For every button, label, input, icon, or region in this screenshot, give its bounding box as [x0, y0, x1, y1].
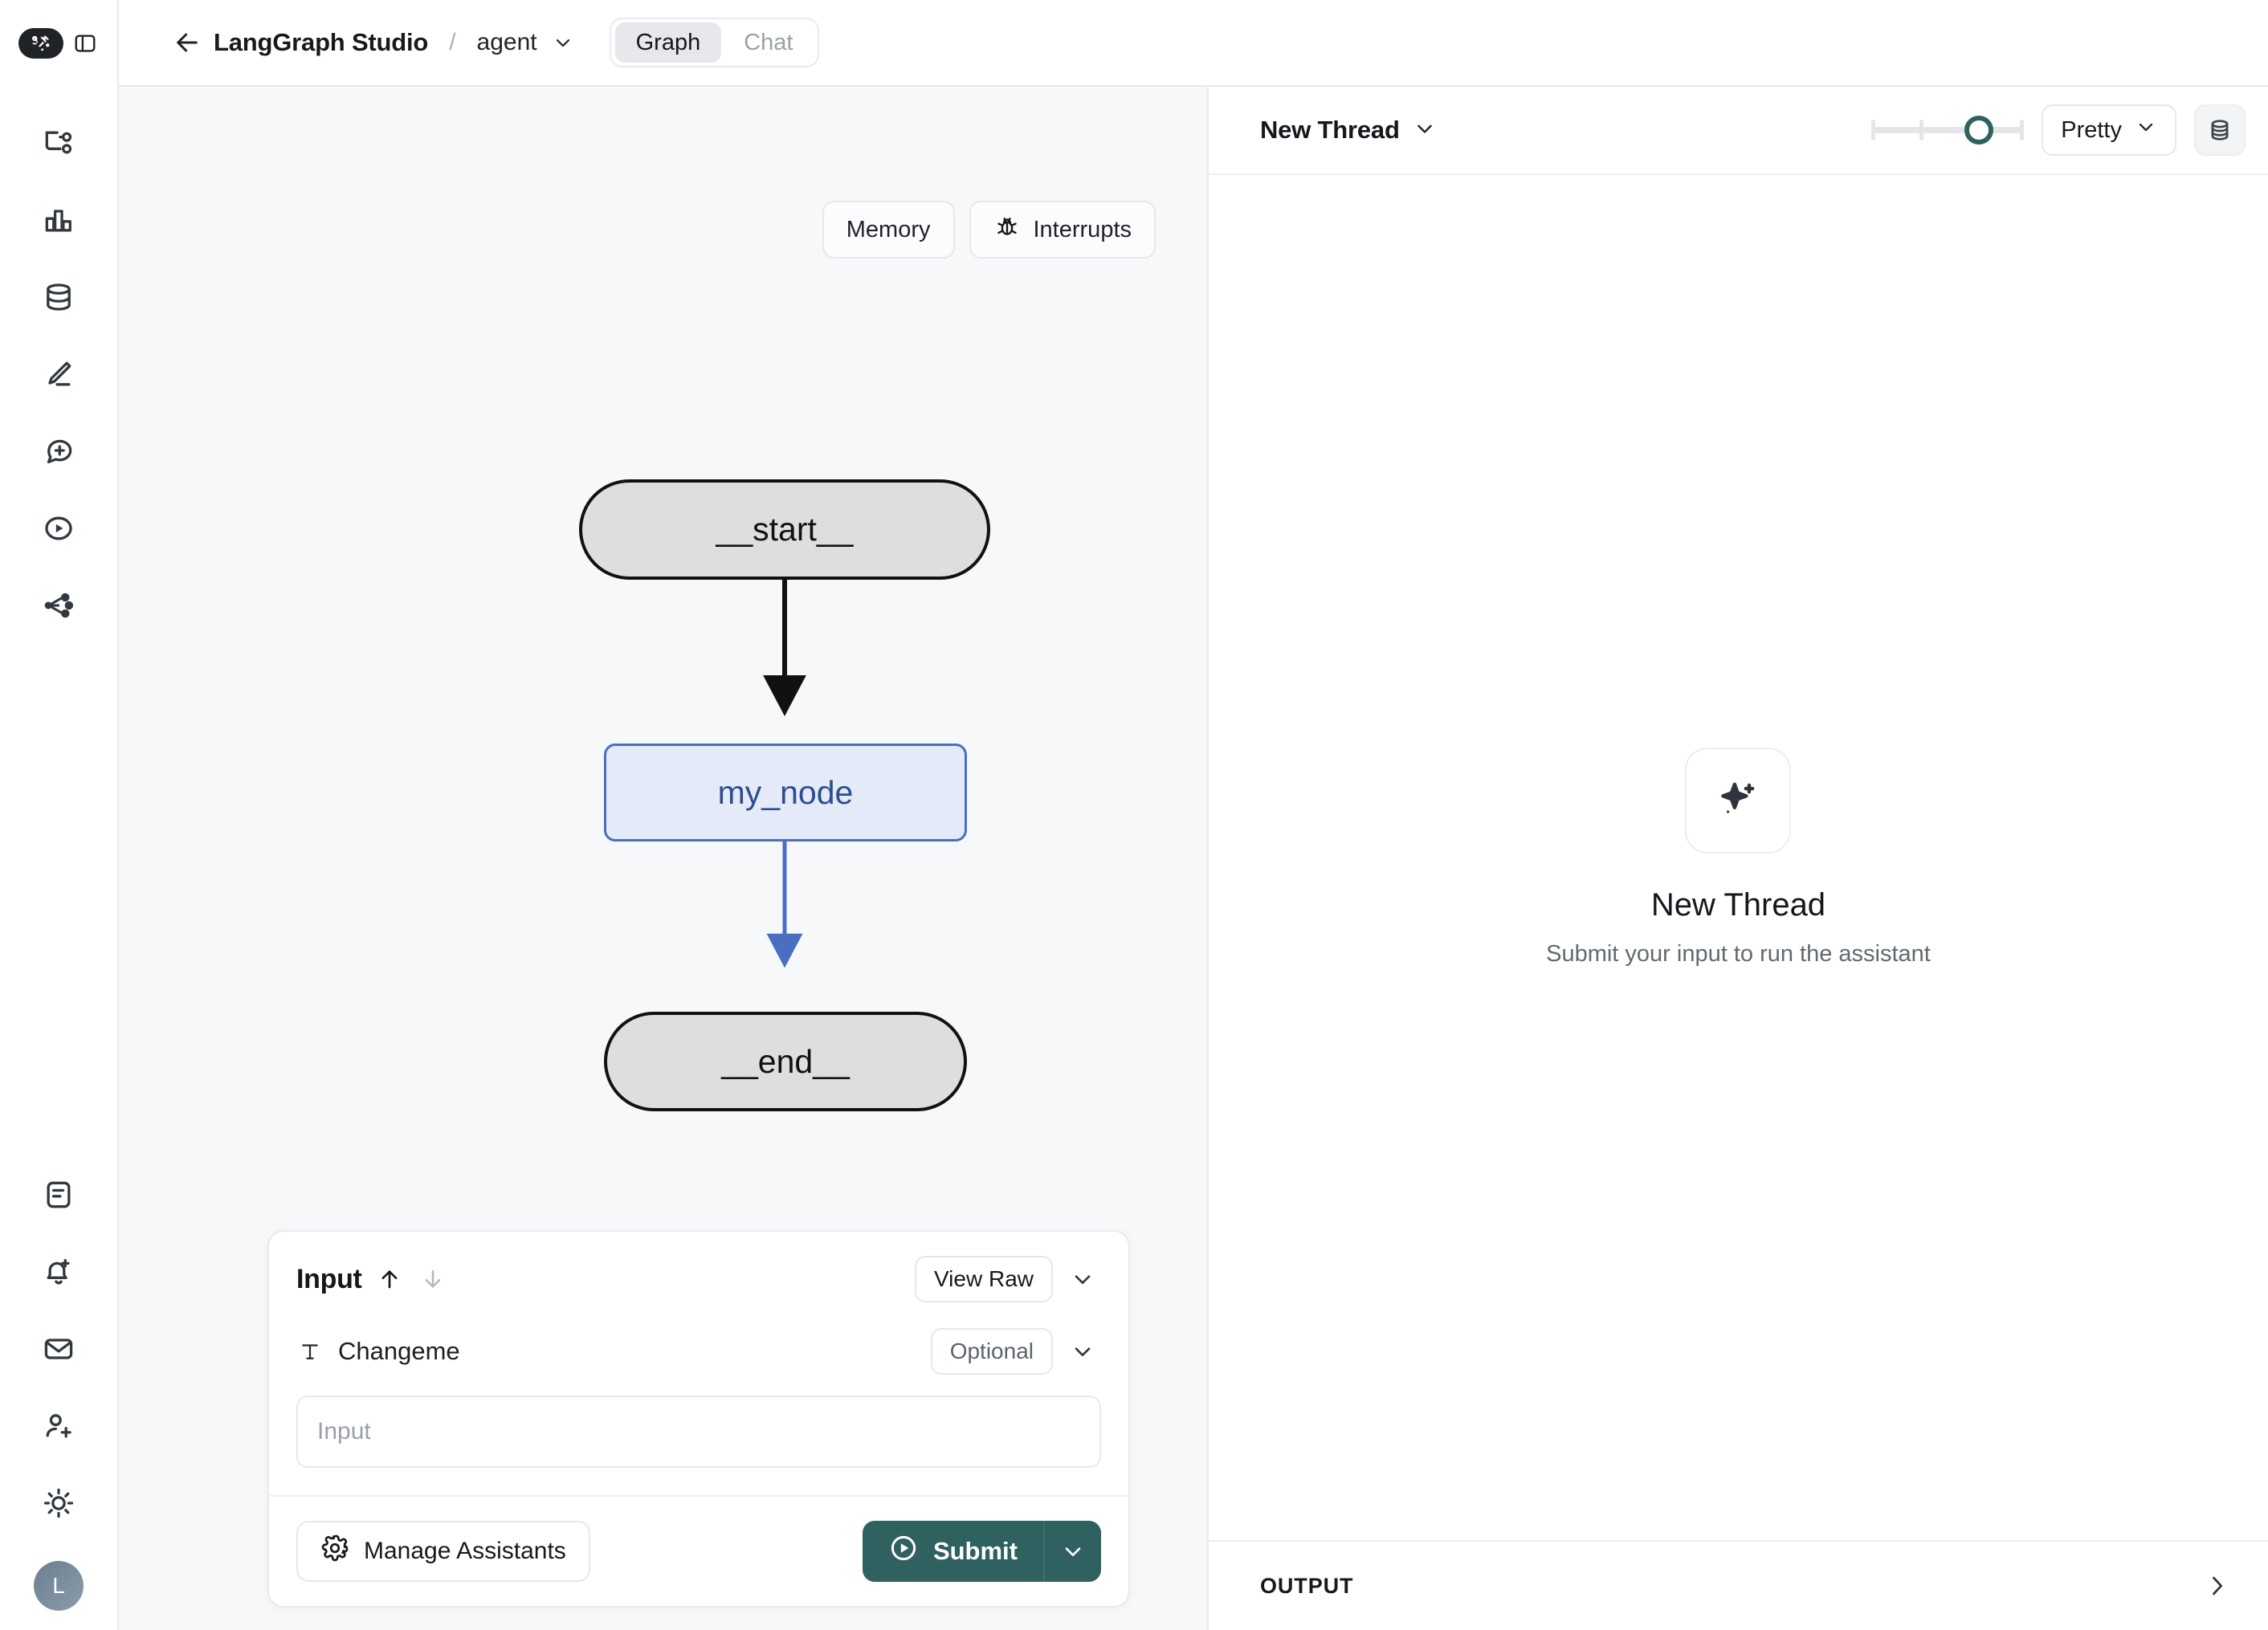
left-rail: L: [0, 0, 119, 1630]
input-field-row: Changeme Optional: [296, 1328, 1101, 1375]
body-split: Memory I: [119, 87, 2268, 1630]
graph-node-end[interactable]: __end__: [604, 1012, 967, 1111]
manage-assistants-label: Manage Assistants: [364, 1538, 566, 1564]
tab-chat[interactable]: Chat: [744, 29, 793, 55]
graph-node-start[interactable]: __start__: [579, 479, 990, 580]
slider-tick: [1919, 120, 1924, 141]
chevron-down-icon[interactable]: [552, 31, 574, 54]
state-database-icon[interactable]: [2194, 104, 2246, 156]
chevron-down-icon[interactable]: [1064, 1261, 1101, 1298]
input-text-field[interactable]: [296, 1396, 1101, 1468]
chevron-right-icon[interactable]: [2194, 1563, 2239, 1608]
memory-button[interactable]: Memory: [822, 201, 955, 259]
deployments-share-icon[interactable]: [20, 567, 97, 644]
format-select-value: Pretty: [2061, 116, 2122, 143]
rail-bottom-icons: L: [20, 1156, 97, 1611]
panel-toggle-icon[interactable]: [71, 30, 99, 57]
input-panel-footer: Manage Assistants Submit: [269, 1495, 1128, 1606]
gear-icon: [320, 1534, 349, 1569]
interrupts-button[interactable]: Interrupts: [969, 201, 1156, 259]
chevron-down-icon: [2135, 116, 2157, 145]
graph-runs-icon[interactable]: [20, 104, 97, 181]
output-footer: OUTPUT: [1209, 1540, 2268, 1630]
play-circle-icon: [888, 1533, 919, 1570]
arrow-up-icon[interactable]: [373, 1263, 406, 1295]
graph-node-my-node[interactable]: my_node: [604, 744, 967, 841]
mail-icon[interactable]: [20, 1310, 97, 1388]
input-field-label: Changeme: [338, 1337, 460, 1365]
rail-logo-row: [0, 0, 117, 87]
main-column: LangGraph Studio / agent Graph Chat Memo…: [119, 0, 2268, 1630]
arrow-down-icon[interactable]: [417, 1263, 449, 1295]
thread-pane-header: New Thread: [1209, 87, 2268, 175]
graph-pane: Memory I: [119, 87, 1209, 1630]
graph-toolbar: Memory I: [822, 201, 1156, 259]
assistant-name[interactable]: agent: [476, 29, 537, 55]
input-panel: Input: [267, 1230, 1130, 1608]
sparkles-icon: [1685, 748, 1792, 854]
sun-icon[interactable]: [20, 1465, 97, 1542]
submit-options-chevron-down-icon[interactable]: [1043, 1521, 1101, 1582]
slider-track: [1871, 127, 2025, 133]
thread-name: New Thread: [1260, 116, 1400, 144]
slider-thumb[interactable]: [1964, 116, 1994, 145]
output-label: OUTPUT: [1260, 1573, 1354, 1598]
thread-selector[interactable]: New Thread: [1260, 116, 1437, 145]
tab-graph[interactable]: Graph: [614, 22, 722, 63]
submit-button[interactable]: Submit: [862, 1521, 1043, 1582]
empty-state: New Thread Submit your input to run the …: [1546, 748, 1931, 968]
manage-assistants-button[interactable]: Manage Assistants: [296, 1521, 590, 1582]
slider-tick: [1871, 120, 1876, 141]
input-title-group: Input: [296, 1263, 449, 1295]
breadcrumb-separator: /: [449, 29, 456, 55]
avatar[interactable]: L: [34, 1561, 84, 1611]
arrow-left-icon[interactable]: [169, 24, 206, 61]
format-select[interactable]: Pretty: [2042, 104, 2176, 156]
page-title: LangGraph Studio: [214, 28, 429, 56]
thread-pane-header-actions: Pretty: [1871, 104, 2246, 156]
pencil-icon[interactable]: [20, 336, 97, 413]
chevron-down-icon[interactable]: [1064, 1333, 1101, 1370]
view-raw-button[interactable]: View Raw: [915, 1256, 1053, 1302]
rail-top-icons: [20, 104, 97, 644]
interrupts-button-label: Interrupts: [1033, 216, 1132, 242]
playground-play-icon[interactable]: [20, 490, 97, 567]
empty-state-title: New Thread: [1650, 887, 1826, 923]
database-icon[interactable]: [20, 259, 97, 336]
bar-chart-icon[interactable]: [20, 181, 97, 259]
chevron-down-icon: [1413, 116, 1437, 145]
history-slider[interactable]: [1871, 112, 2025, 148]
docs-icon[interactable]: [20, 1156, 97, 1233]
topbar: LangGraph Studio / agent Graph Chat: [119, 0, 2268, 87]
langchain-parrot-tools-logo[interactable]: [18, 28, 63, 59]
memory-button-label: Memory: [846, 216, 931, 242]
input-panel-title: Input: [296, 1263, 362, 1294]
bell-plus-icon[interactable]: [20, 1233, 97, 1310]
input-panel-body: Input: [269, 1232, 1128, 1495]
input-panel-header-actions: View Raw: [915, 1256, 1101, 1302]
user-plus-icon[interactable]: [20, 1388, 97, 1465]
submit-button-group: Submit: [862, 1521, 1101, 1582]
bug-icon: [993, 213, 1021, 247]
submit-button-label: Submit: [932, 1537, 1018, 1565]
view-mode-segmented-control: Graph Chat: [609, 18, 820, 67]
optional-badge[interactable]: Optional: [930, 1328, 1053, 1375]
slider-tick: [2020, 120, 2025, 141]
text-type-icon: [296, 1338, 324, 1365]
empty-state-subtitle: Submit your input to run the assistant: [1546, 941, 1931, 967]
thread-empty-area: New Thread Submit your input to run the …: [1209, 175, 2268, 1540]
input-panel-header: Input: [296, 1256, 1101, 1302]
prompt-add-icon[interactable]: [20, 413, 97, 490]
thread-pane: New Thread: [1209, 87, 2268, 1630]
input-field-label-group: Changeme: [296, 1337, 460, 1366]
input-field-actions: Optional: [930, 1328, 1101, 1375]
